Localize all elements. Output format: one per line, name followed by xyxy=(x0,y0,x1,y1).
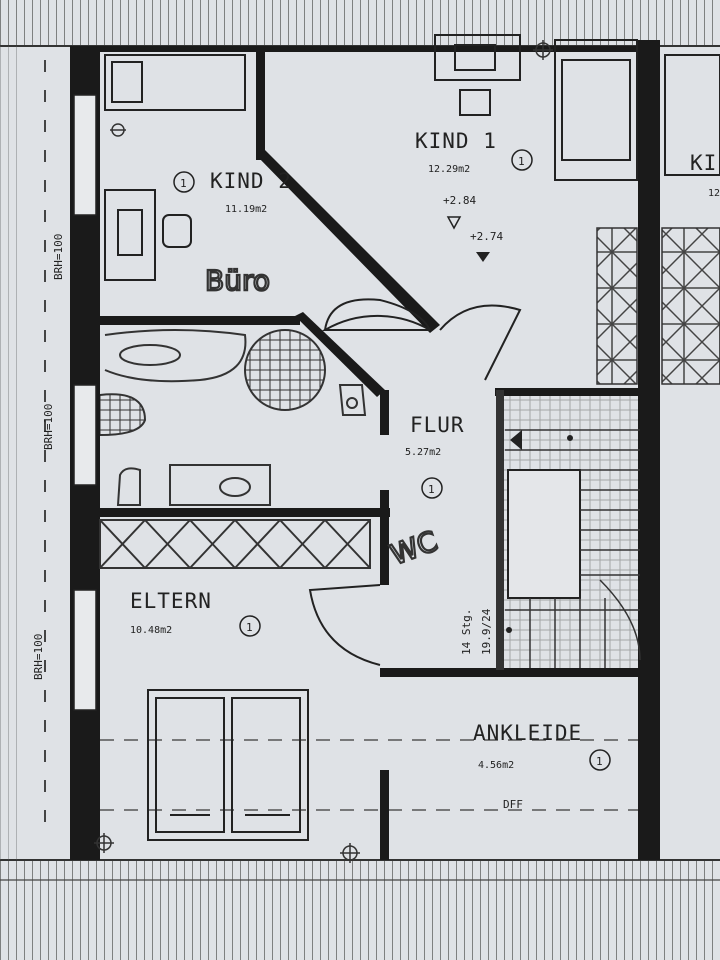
room-name-eltern: ELTERN xyxy=(130,589,212,613)
label-dff: DFF xyxy=(503,798,523,811)
brh-label-1: BRH=100 xyxy=(52,234,65,280)
window-left-1 xyxy=(73,94,97,216)
room-area-flur: 5.27m2 xyxy=(405,447,441,458)
stairs-ratio: 19.9/24 xyxy=(480,608,493,655)
door-kind2-arc xyxy=(439,304,522,381)
brh-label-2: BRH=100 xyxy=(42,404,55,450)
room-marker-ankleide xyxy=(589,749,611,771)
wall-bath-top xyxy=(100,316,300,325)
door-kind1 xyxy=(321,315,431,331)
level-lower-marker xyxy=(476,252,490,262)
door-kind1-arc xyxy=(324,298,431,331)
room-name-kind1: KIND 1 xyxy=(415,129,497,153)
stairs-steps: 14 Stg. xyxy=(460,609,473,655)
level-lower: +2.74 xyxy=(470,230,503,243)
room-name-ankleide: ANKLEIDE xyxy=(473,721,582,745)
wall-kind2-vertical xyxy=(256,50,265,160)
room-area-kind1: 12.29m2 xyxy=(428,164,470,175)
shelf-right xyxy=(661,227,720,385)
wall-flur-left xyxy=(380,490,389,585)
room-name-kind-partial: KI xyxy=(690,151,717,175)
bed-kind1 xyxy=(554,39,638,181)
wall-bath-right xyxy=(380,390,389,435)
room-marker-kind2-text: 1 xyxy=(180,177,187,190)
desk-kind1 xyxy=(434,34,521,116)
window-left-3 xyxy=(73,589,97,711)
wall-right xyxy=(638,40,660,860)
brh-label-3: BRH=100 xyxy=(32,634,45,680)
room-marker-flur-text: 1 xyxy=(428,483,435,496)
bed-eltern xyxy=(147,689,309,841)
staircase xyxy=(504,396,641,668)
room-marker-kind1 xyxy=(511,149,533,171)
wall-ankleide-left xyxy=(380,770,389,860)
wall-bath-diagonal xyxy=(295,312,385,397)
room-marker-kind1-text: 1 xyxy=(518,155,525,168)
roof-hatch-top xyxy=(0,0,720,46)
room-marker-eltern-text: 1 xyxy=(246,621,253,634)
level-upper: +2.84 xyxy=(443,194,476,207)
room-marker-kind2 xyxy=(173,171,195,193)
wall-diagonal xyxy=(256,150,440,333)
room-marker-flur xyxy=(421,477,443,499)
room-marker-eltern xyxy=(239,615,261,637)
bed-kind2 xyxy=(104,54,246,111)
roof-hatch-left xyxy=(0,46,18,860)
room-area-kind-partial: 12 xyxy=(708,188,720,199)
bed-right xyxy=(664,54,720,176)
roof-hatch-bottom xyxy=(0,860,720,960)
room-marker-ankleide-text: 1 xyxy=(596,755,603,768)
desk-kind2 xyxy=(104,189,192,281)
room-area-eltern: 10.48m2 xyxy=(130,625,172,636)
bath-sketch xyxy=(99,329,367,506)
wall-top xyxy=(70,46,650,52)
room-name-flur: FLUR xyxy=(410,413,465,437)
wall-stair-top xyxy=(495,388,640,396)
registration-marks xyxy=(94,40,553,863)
level-upper-marker xyxy=(446,216,462,230)
room-area-kind2: 11.19m2 xyxy=(225,204,267,215)
window-left-2 xyxy=(73,384,97,486)
wall-flur-bottom xyxy=(380,668,640,677)
wall-bath-bottom xyxy=(100,508,390,517)
wall-stair-left xyxy=(496,390,504,670)
shelf-kind1 xyxy=(596,227,638,385)
room-name-kind2: KIND 2 xyxy=(210,169,292,193)
door-eltern-arc xyxy=(308,584,381,666)
room-area-ankleide: 4.56m2 xyxy=(478,760,514,771)
handwriting-buero: Büro xyxy=(205,264,270,297)
